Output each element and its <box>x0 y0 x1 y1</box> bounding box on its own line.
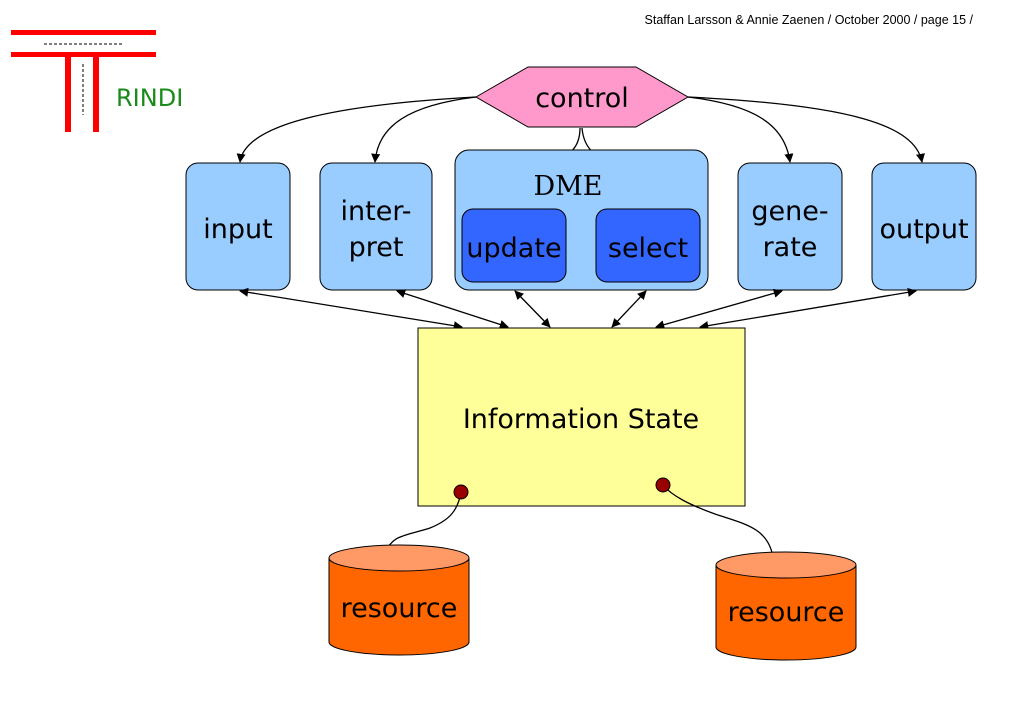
resource-right: resource <box>715 551 857 661</box>
edge-output-state <box>699 287 917 331</box>
state-edges <box>239 287 917 331</box>
edge-generate-state <box>655 288 783 330</box>
module-dme: DME update select <box>454 149 709 291</box>
resource-cables <box>385 484 774 558</box>
output-label: output <box>879 214 968 245</box>
cable-left <box>385 491 462 553</box>
logo-mid-bar <box>11 52 156 57</box>
information-state-box <box>417 327 746 507</box>
module-generate: gene- rate <box>737 162 843 291</box>
connector-dot-left <box>453 484 469 500</box>
edge-control-interpret <box>371 96 477 163</box>
dme-label: DME <box>533 171 602 202</box>
resource-left-top <box>328 544 470 572</box>
interpret-label-line1: inter- <box>341 196 412 227</box>
update-label: update <box>466 233 561 264</box>
resource-right-label: resource <box>728 597 845 628</box>
input-box <box>185 162 291 291</box>
edge-update-state <box>514 290 551 328</box>
update-box <box>461 208 567 283</box>
resource-right-top <box>715 551 857 579</box>
cable-right <box>662 484 774 558</box>
control-node: control <box>474 66 690 128</box>
resource-left-body <box>328 557 470 656</box>
generate-label-line2: rate <box>763 232 818 263</box>
edge-control-generate <box>687 96 794 163</box>
edge-select-state <box>611 290 647 328</box>
module-input: input <box>185 162 291 291</box>
page-header: Staffan Larsson & Annie Zaenen / October… <box>645 13 974 27</box>
logo-top-bar <box>11 30 156 35</box>
input-label: input <box>203 214 272 245</box>
information-state-label: Information State <box>463 404 699 435</box>
select-label: select <box>608 233 688 264</box>
edge-control-input <box>236 96 477 163</box>
edge-interpret-state <box>396 289 509 329</box>
information-state: Information State <box>417 327 746 507</box>
generate-label-line1: gene- <box>751 196 828 227</box>
control-label: control <box>535 83 629 114</box>
logo-text: RINDI <box>116 84 183 112</box>
resource-left-label: resource <box>341 593 458 624</box>
edge-input-state <box>239 287 463 331</box>
module-interpret: inter- pret <box>319 162 433 291</box>
interpret-label-line2: pret <box>349 232 404 263</box>
control-hexagon <box>474 66 690 128</box>
connector-dot-right <box>655 477 671 493</box>
resource-left: resource <box>328 544 470 656</box>
select-box <box>595 208 701 283</box>
logo-left-stem <box>65 52 71 132</box>
resource-right-body <box>715 564 857 661</box>
module-output: output <box>871 162 977 291</box>
output-box <box>871 162 977 291</box>
logo-right-stem <box>93 52 99 132</box>
trindi-logo: RINDI <box>11 30 183 132</box>
edge-control-output <box>687 96 925 163</box>
